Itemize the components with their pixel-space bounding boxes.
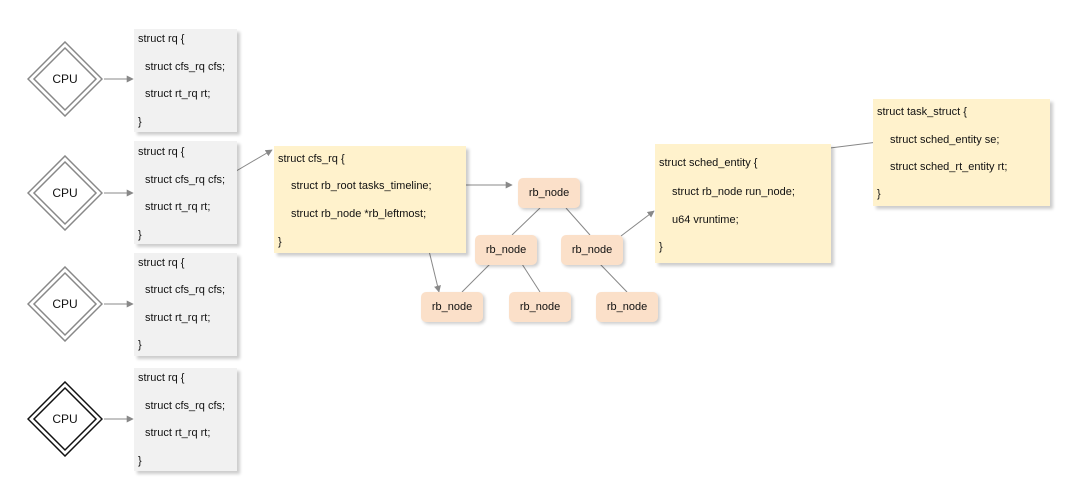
sched-entity-line-run-node: struct rb_node run_node; (672, 186, 795, 198)
rq-line-close: } (138, 455, 142, 467)
rq-line-cfs: struct cfs_rq cfs; (145, 61, 226, 73)
tree-edge-root-right (565, 207, 591, 236)
rq-box-3: struct rq { struct cfs_rq cfs; struct rt… (134, 253, 237, 356)
cpu-node-3: CPU (27, 266, 103, 342)
cpu-diamond-shape (27, 266, 103, 342)
rb-node-left: rb_node (475, 235, 537, 265)
rq-line-rt: struct rt_rq rt; (145, 201, 211, 213)
rb-node-root: rb_node (518, 178, 580, 208)
rb-node-right: rb_node (561, 235, 623, 265)
cpu-node-4: CPU (27, 381, 103, 457)
cpu-label: CPU (52, 186, 78, 200)
sched-entity-line-open: struct sched_entity { (659, 157, 758, 169)
task-struct-line-se: struct sched_entity se; (890, 134, 1000, 146)
cfs-rq-line-open: struct cfs_rq { (278, 153, 345, 165)
task-struct-line-open: struct task_struct { (877, 106, 967, 118)
cpu-diamond-shape (27, 41, 103, 117)
cpu-label: CPU (52, 297, 78, 311)
rb-node-left-left: rb_node (421, 292, 483, 322)
sched-entity-line-vruntime: u64 vruntime; (672, 214, 739, 226)
rb-node-right-right: rb_node (596, 292, 658, 322)
rq-line-rt: struct rt_rq rt; (145, 312, 211, 324)
rq-box-4: struct rq { struct cfs_rq cfs; struct rt… (134, 368, 237, 471)
rq-box-2: struct rq { struct cfs_rq cfs; struct rt… (134, 141, 237, 244)
cpu-label: CPU (52, 412, 78, 426)
task-struct-line-close: } (877, 188, 881, 200)
tree-edge-left-leftchild (461, 263, 491, 293)
rq-line-close: } (138, 229, 142, 241)
arrow-rb-node-to-sched-entity (620, 210, 655, 237)
rq-line-open: struct rq { (138, 257, 185, 269)
tree-edge-right-child (599, 263, 628, 293)
cpu-label: CPU (52, 72, 78, 86)
rq-line-open: struct rq { (138, 372, 185, 384)
cpu-diamond-shape (27, 381, 103, 457)
cpu-node-1: CPU (27, 41, 103, 117)
rq-line-close: } (138, 116, 142, 128)
rb-node-left-right: rb_node (509, 292, 571, 322)
tree-edge-root-left (511, 207, 541, 236)
rq-line-rt: struct rt_rq rt; (145, 88, 211, 100)
tree-edge-left-rightchild (521, 263, 541, 293)
cfs-rq-line-tasks-timeline: struct rb_root tasks_timeline; (291, 180, 432, 192)
rq-line-open: struct rq { (138, 33, 185, 45)
task-struct-box: struct task_struct { struct sched_entity… (873, 99, 1050, 206)
sched-entity-line-close: } (659, 241, 663, 253)
rq-box-1: struct rq { struct cfs_rq cfs; struct rt… (134, 29, 237, 132)
cpu-node-2: CPU (27, 155, 103, 231)
cfs-rq-line-close: } (278, 236, 282, 248)
rq-line-rt: struct rt_rq rt; (145, 427, 211, 439)
rq-line-open: struct rq { (138, 146, 185, 158)
rq-line-cfs: struct cfs_rq cfs; (145, 400, 226, 412)
rq-line-cfs: struct cfs_rq cfs; (145, 284, 226, 296)
cfs-rq-line-rb-leftmost: struct rb_node *rb_leftmost; (291, 208, 427, 220)
rq-line-close: } (138, 339, 142, 351)
cpu-diamond-shape (27, 155, 103, 231)
cfs-rq-box: struct cfs_rq { struct rb_root tasks_tim… (274, 146, 466, 253)
rq-line-cfs: struct cfs_rq cfs; (145, 174, 226, 186)
task-struct-line-rt: struct sched_rt_entity rt; (890, 161, 1008, 173)
sched-entity-box: struct sched_entity { struct rb_node run… (655, 144, 831, 263)
